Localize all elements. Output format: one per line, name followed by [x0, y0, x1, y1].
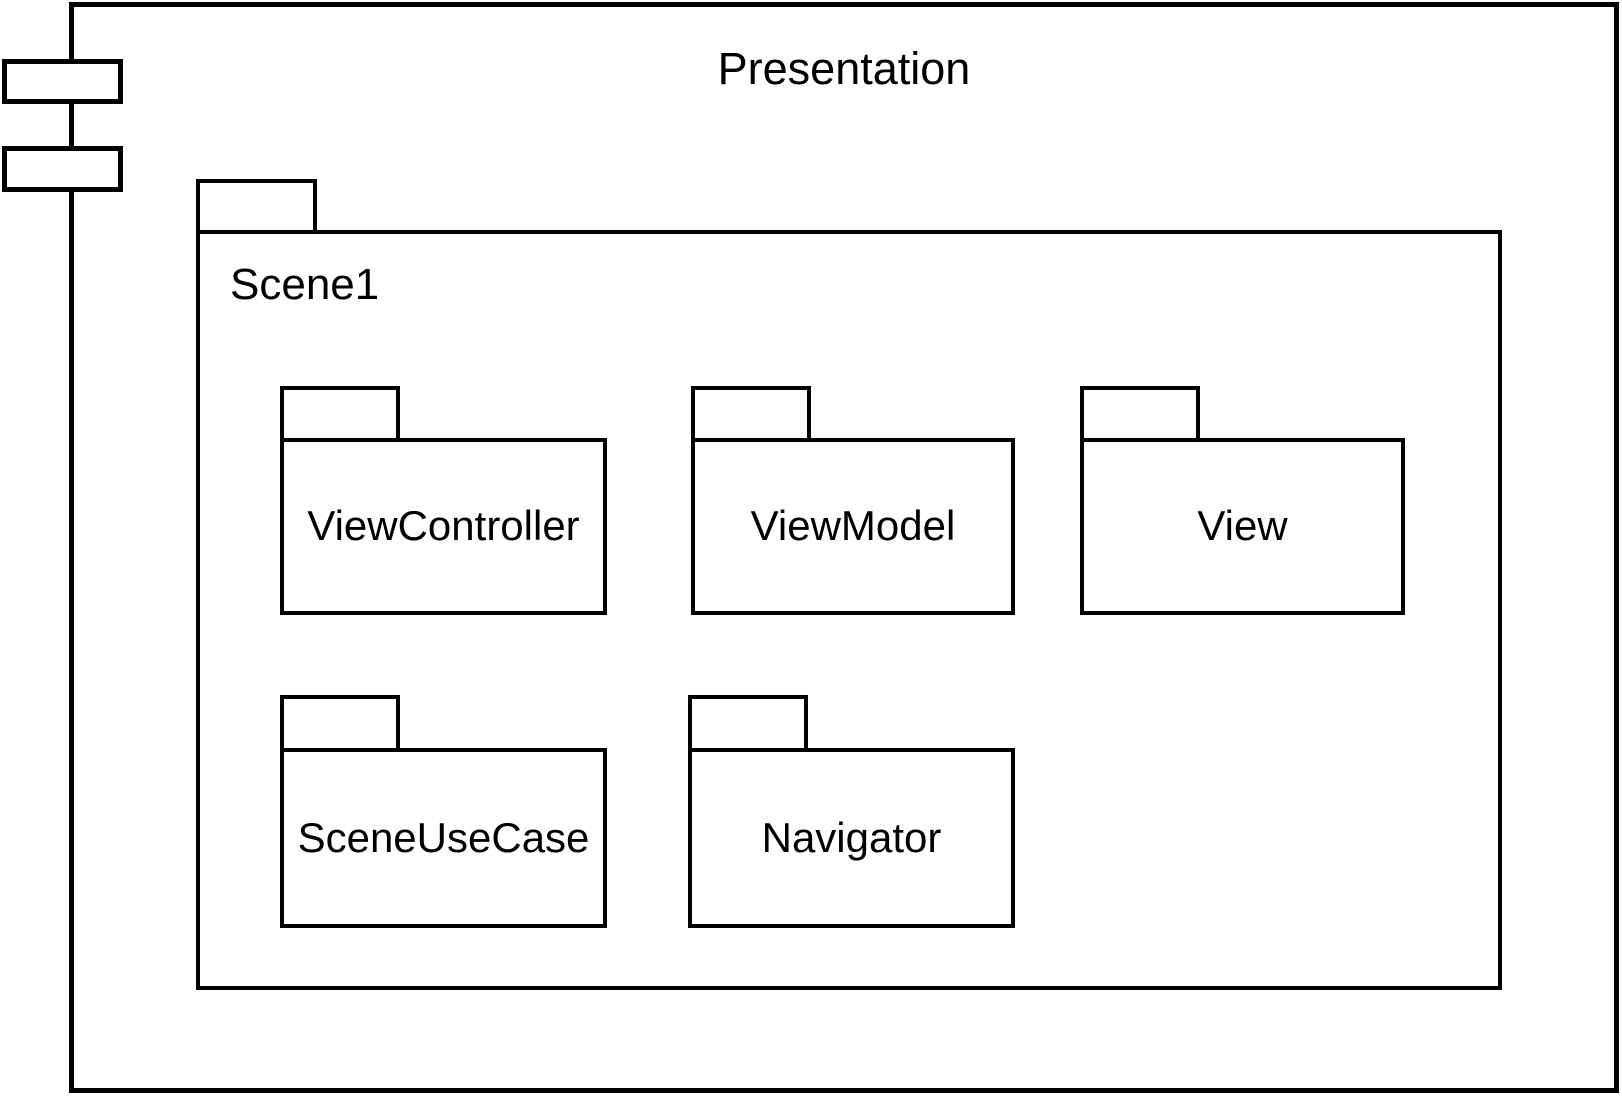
package-viewmodel-body: ViewModel [691, 438, 1015, 615]
package-viewcontroller-tab [280, 386, 400, 438]
package-scene1-label: Scene1 [230, 260, 380, 309]
package-viewcontroller: ViewController [280, 386, 607, 615]
package-viewcontroller-body: ViewController [280, 438, 607, 615]
package-sceneusecase-tab [280, 695, 400, 748]
component-icon-rect-bottom [2, 146, 123, 192]
package-viewmodel-tab [691, 386, 811, 438]
package-navigator-label: Navigator [761, 813, 942, 861]
package-view-label: View [1197, 502, 1288, 550]
package-view: View [1080, 386, 1405, 615]
package-viewcontroller-label: ViewController [307, 502, 580, 550]
package-presentation-label: Presentation [717, 43, 971, 94]
component-icon-rect-top [2, 59, 123, 104]
package-view-tab [1080, 386, 1200, 438]
package-navigator: Navigator [688, 695, 1015, 928]
package-scene1-tab [196, 179, 317, 230]
package-sceneusecase-label: SceneUseCase [297, 813, 590, 861]
package-sceneusecase: SceneUseCase [280, 695, 607, 928]
package-navigator-tab [688, 695, 808, 748]
package-viewmodel: ViewModel [691, 386, 1015, 615]
package-viewmodel-label: ViewModel [750, 502, 956, 550]
package-view-body: View [1080, 438, 1405, 615]
package-sceneusecase-body: SceneUseCase [280, 748, 607, 928]
package-navigator-body: Navigator [688, 748, 1015, 928]
